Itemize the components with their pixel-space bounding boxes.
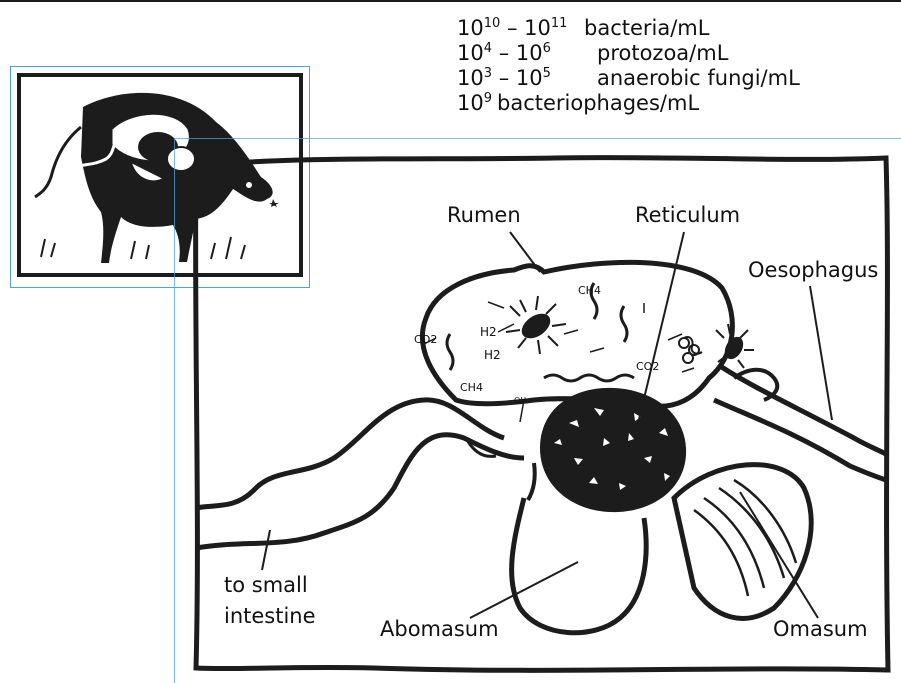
leader-rumen [510, 232, 540, 272]
leader-omasum [740, 492, 818, 618]
leader-abomasum [470, 562, 578, 618]
leader-oesophagus [810, 286, 832, 420]
leader-reticulum [636, 232, 684, 432]
leader-small-intestine [262, 530, 270, 570]
